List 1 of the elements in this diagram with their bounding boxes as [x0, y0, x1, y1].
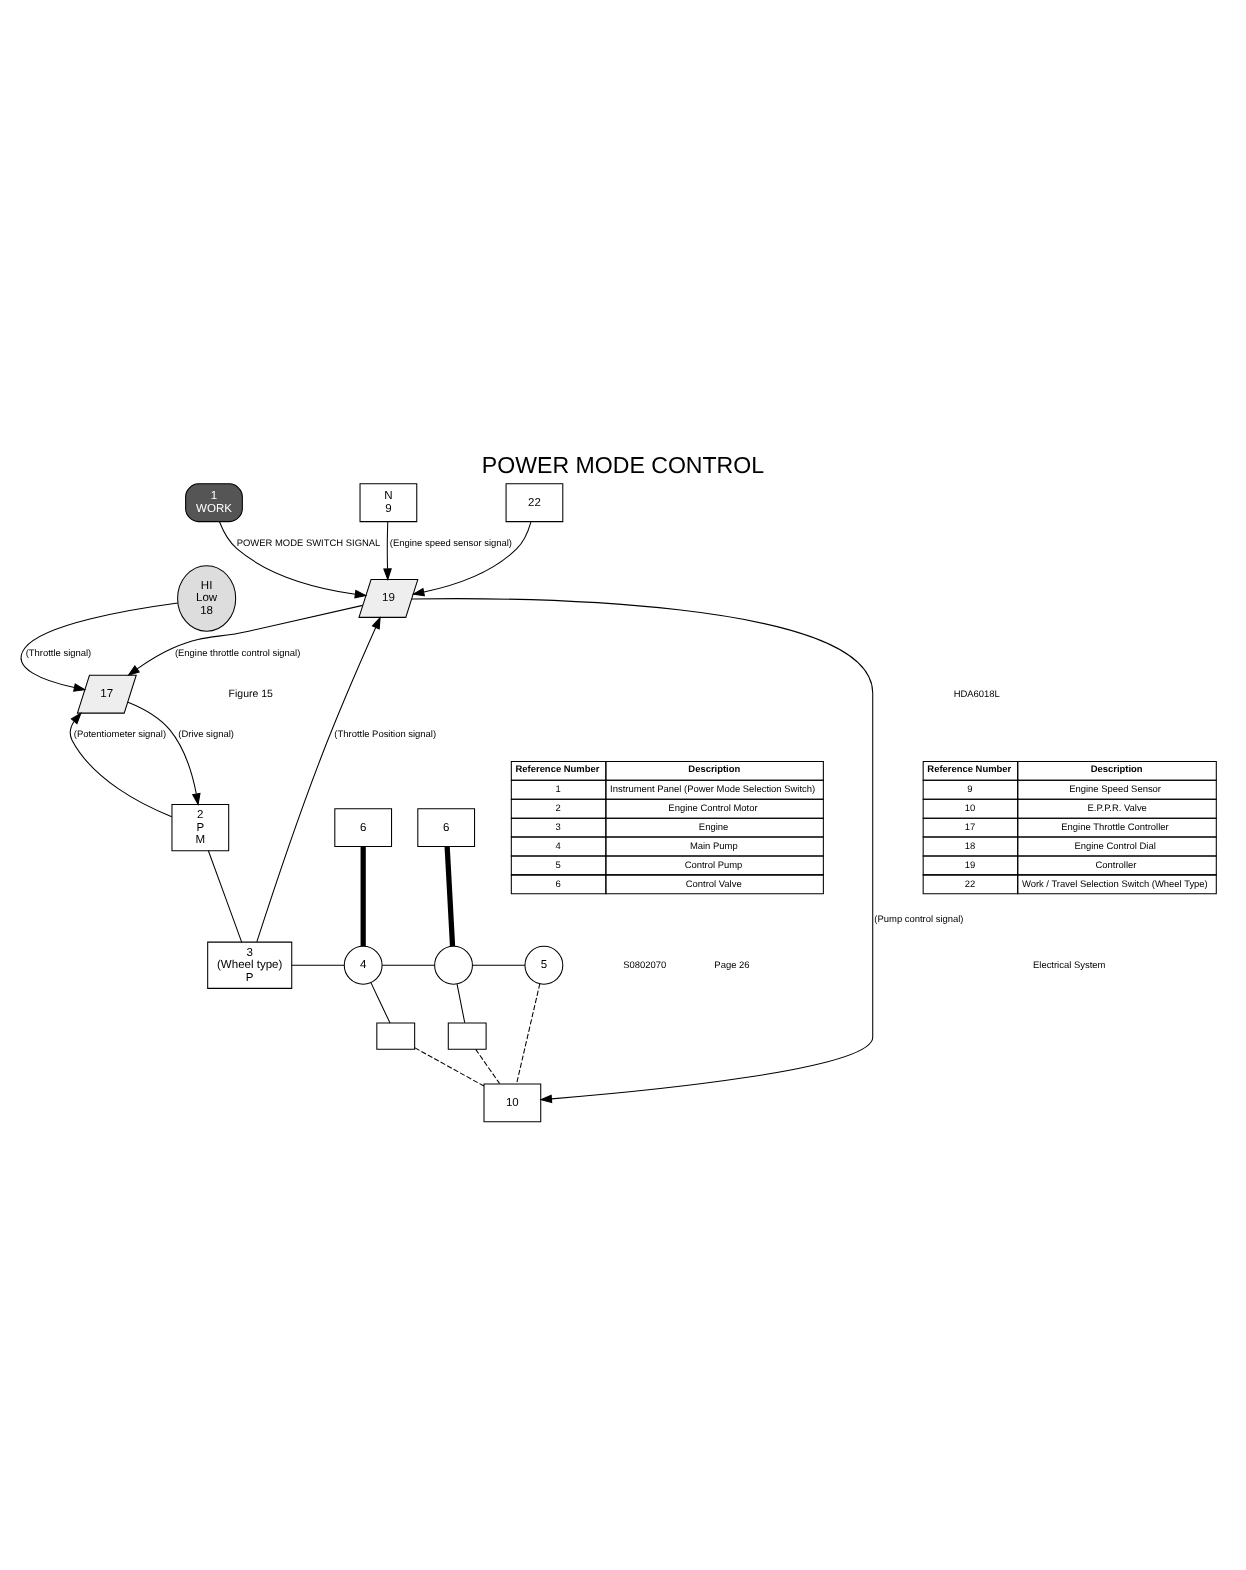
diagram-title: POWER MODE CONTROL [481, 453, 765, 478]
